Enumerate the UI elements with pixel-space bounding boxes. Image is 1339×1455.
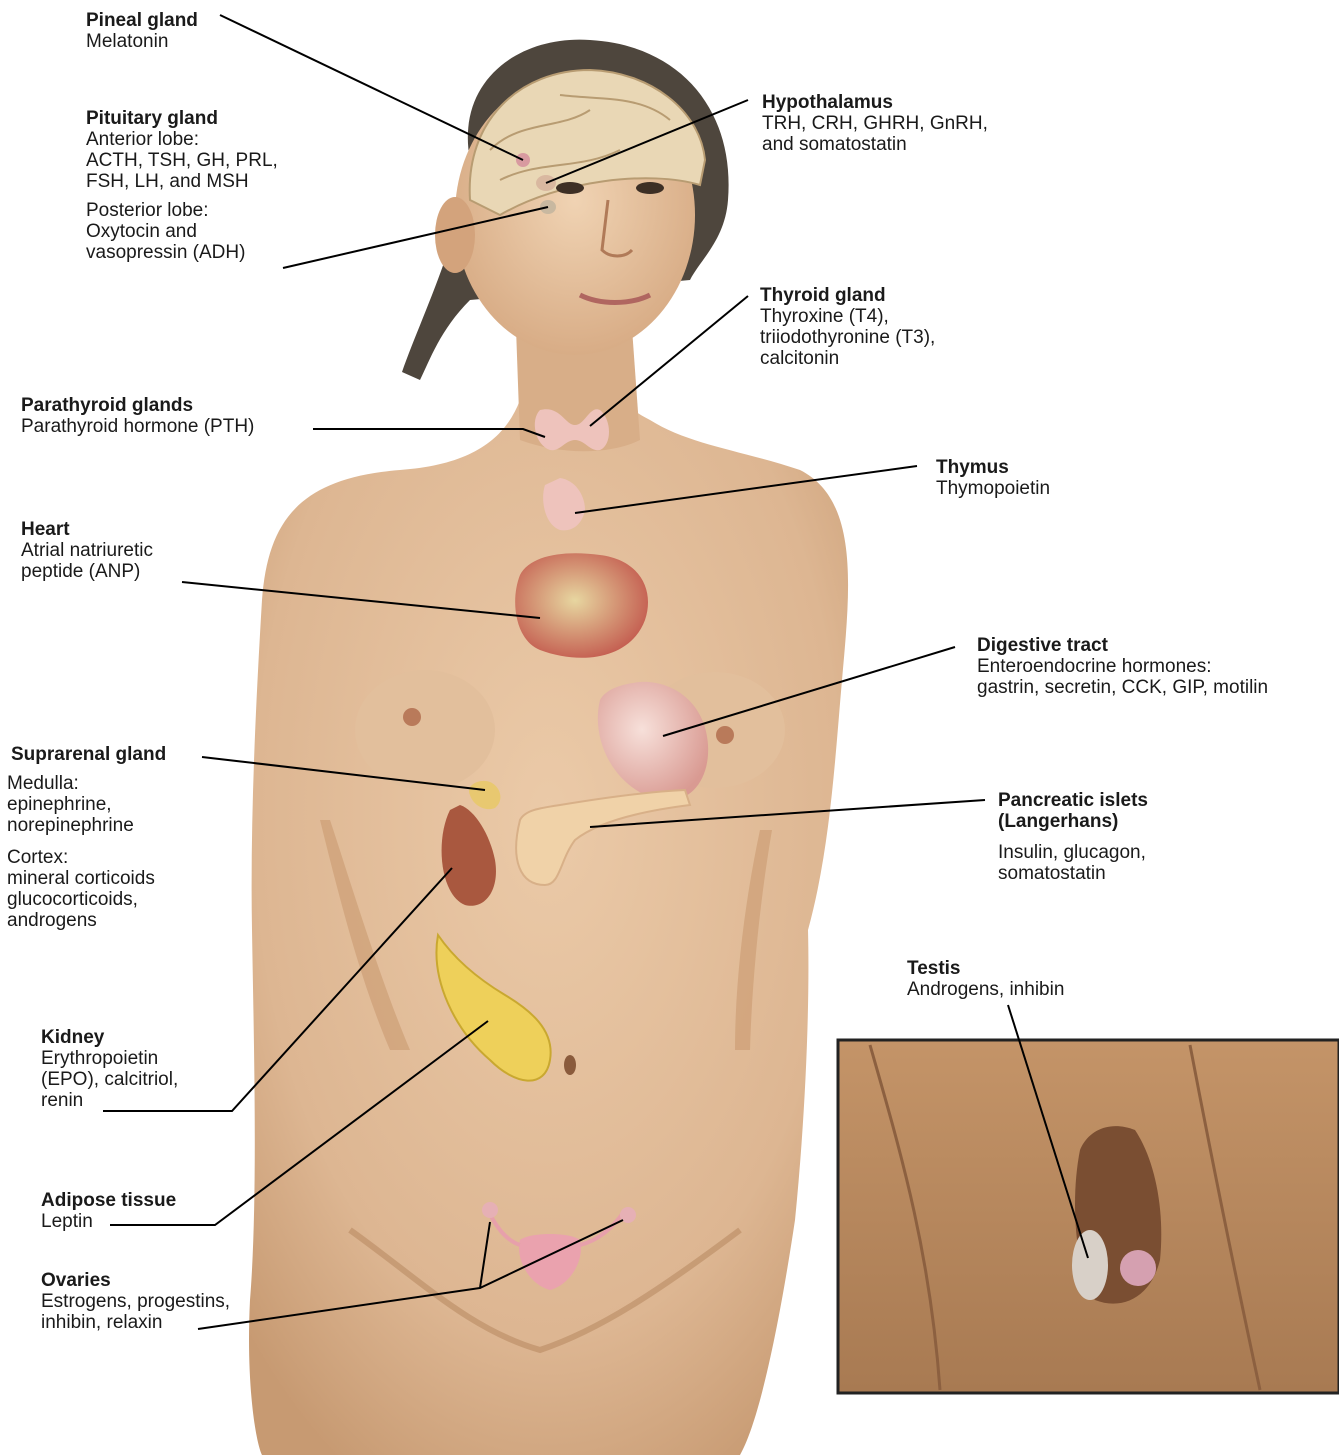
label-pituitary-gland: Pituitary gland Anterior lobe: ACTH, TSH… [86,108,278,263]
label-pineal-gland: Pineal gland Melatonin [86,10,198,52]
body-silhouette [249,40,1339,1455]
parathyroid-desc: Parathyroid hormone (PTH) [21,416,258,437]
label-thymus: Thymus Thymopoietin [936,457,1050,499]
pituitary-posterior-line-1: Posterior lobe: [86,200,278,221]
label-pancreatic-islets: Pancreatic islets (Langerhans) Insulin, … [998,790,1148,884]
pancreatic-desc-line-2: somatostatin [998,863,1148,884]
digestive-title: Digestive tract [977,635,1268,656]
pituitary-posterior-line-2: Oxytocin and [86,221,278,242]
testis-title: Testis [907,958,1064,979]
thymus-title: Thymus [936,457,1050,478]
pineal-gland-desc: Melatonin [86,31,168,52]
navel [564,1055,576,1075]
parathyroid-title: Parathyroid glands [21,395,258,416]
ovaries-desc-line-1: Estrogens, progestins, [41,1291,230,1312]
ear [435,197,475,273]
ovaries-title: Ovaries [41,1270,230,1291]
pancreatic-title-line-2: (Langerhans) [998,811,1148,832]
suprarenal-medulla-line-1: Medulla: [7,773,170,794]
pineal-gland-title: Pineal gland [86,10,198,31]
thymus-desc: Thymopoietin [936,478,1050,499]
heart-title: Heart [21,519,153,540]
label-ovaries: Ovaries Estrogens, progestins, inhibin, … [41,1270,230,1333]
ovaries-desc-line-2: inhibin, relaxin [41,1312,166,1333]
heart-organ [515,553,648,658]
kidney-desc-line-2: (EPO), calcitriol, [41,1069,178,1090]
hypothalamus-title: Hypothalamus [762,92,988,113]
pituitary-anterior-line-1: Anterior lobe: [86,129,278,150]
pituitary-anterior-line-3: FSH, LH, and MSH [86,171,278,192]
hypothalamus-desc-line-1: TRH, CRH, GHRH, GnRH, [762,113,988,134]
kidney-desc-line-3: renin [41,1090,87,1111]
left-ovary-organ [482,1202,498,1218]
label-thyroid-gland: Thyroid gland Thyroxine (T4), triiodothy… [760,285,935,369]
suprarenal-cortex-line-3: glucocorticoids, [7,889,170,910]
label-kidney: Kidney Erythropoietin (EPO), calcitriol,… [41,1027,178,1111]
adipose-title: Adipose tissue [41,1190,176,1211]
suprarenal-cortex-line-4: androgens [7,910,170,931]
label-parathyroid-glands: Parathyroid glands Parathyroid hormone (… [21,395,258,437]
heart-desc-line-2: peptide (ANP) [21,561,144,582]
thyroid-gland-title: Thyroid gland [760,285,935,306]
pancreatic-desc-line-1: Insulin, glucagon, [998,842,1148,863]
pancreatic-title-line-1: Pancreatic islets [998,790,1148,811]
left-breast [355,670,495,790]
label-adipose-tissue: Adipose tissue Leptin [41,1190,176,1232]
kidney-title: Kidney [41,1027,178,1048]
suprarenal-cortex-line-1: Cortex: [7,847,170,868]
suprarenal-medulla-line-2: epinephrine, [7,794,170,815]
pituitary-gland-title: Pituitary gland [86,108,278,129]
suprarenal-cortex-line-2: mineral corticoids [7,868,170,889]
suprarenal-title: Suprarenal gland [11,744,170,765]
pituitary-anterior-line-2: ACTH, TSH, GH, PRL, [86,150,278,171]
kidney-desc-line-1: Erythropoietin [41,1048,178,1069]
thyroid-desc-line-2: triiodothyronine (T3), [760,327,935,348]
hypothalamus-desc-line-2: and somatostatin [762,134,988,155]
right-eye [636,182,664,194]
label-heart: Heart Atrial natriuretic peptide (ANP) [21,519,153,582]
adipose-desc: Leptin [41,1211,97,1232]
suprarenal-medulla-line-3: norepinephrine [7,815,170,836]
digestive-desc-line-1: Enteroendocrine hormones: [977,656,1268,677]
thyroid-desc-line-3: calcitonin [760,348,935,369]
testis-desc: Androgens, inhibin [907,979,1064,1000]
label-suprarenal-gland: Suprarenal gland Medulla: epinephrine, n… [11,744,170,931]
label-hypothalamus: Hypothalamus TRH, CRH, GHRH, GnRH, and s… [762,92,988,155]
label-testis: Testis Androgens, inhibin [907,958,1064,1000]
pituitary-posterior-line-3: vasopressin (ADH) [86,242,249,263]
label-digestive-tract: Digestive tract Enteroendocrine hormones… [977,635,1268,698]
thyroid-desc-line-1: Thyroxine (T4), [760,306,935,327]
digestive-desc-line-2: gastrin, secretin, CCK, GIP, motilin [977,677,1268,698]
heart-desc-line-1: Atrial natriuretic [21,540,153,561]
left-eye [556,182,584,194]
